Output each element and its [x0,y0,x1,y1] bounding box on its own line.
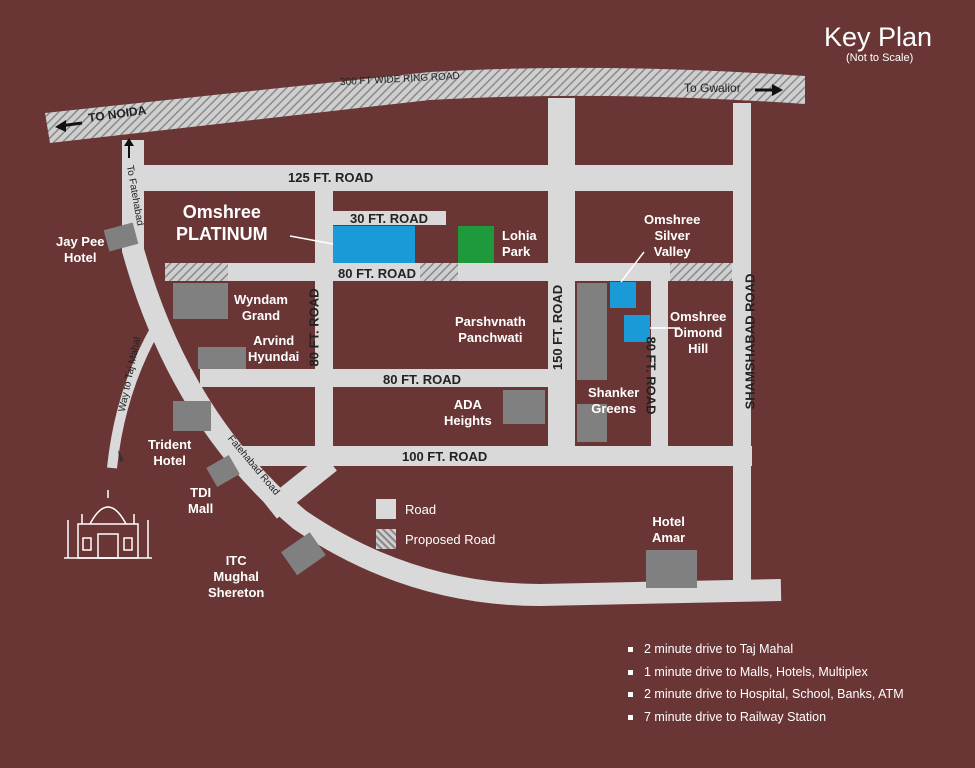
silver-valley-block [610,282,636,308]
road-30ft-label: 30 FT. ROAD [350,211,429,226]
fatehabad-road [122,140,782,607]
shanker-block [577,404,607,442]
dimond-hill-block [624,315,650,342]
lohia-park-block [458,226,494,263]
arrow-to-gwalior [755,84,783,96]
road-125ft [133,165,751,191]
note-item: 1 minute drive to Malls, Hotels, Multipl… [628,665,904,688]
tdi-block [206,454,240,488]
ada-block [503,390,545,424]
road-connector [263,453,337,519]
proposed-road-2 [420,263,458,281]
road-125ft-label: 125 FT. ROAD [288,170,374,185]
ring-road [45,67,805,143]
silver-valley-pointer [620,251,645,283]
road-100ft [238,446,752,466]
proposed-road-1 [165,263,228,281]
map-title: Key Plan [824,22,933,52]
note-item: 2 minute drive to Taj Mahal [628,642,904,665]
jaypee-block [103,222,139,252]
legend-proposed-swatch [376,529,396,549]
road-80ft-middle [200,369,550,387]
to-gwalior-label: To Gwalior [684,81,741,95]
road-80ft-right-label: 80 FT. ROAD [643,336,659,415]
legend-proposed-label: Proposed Road [405,532,496,547]
arrow-to-fatehabad [124,138,134,158]
road-80ft-vertical-left [315,191,333,448]
omshree-platinum-label: Omshree PLATINUM [176,201,268,245]
road-80ft-vertical-right [651,280,668,448]
wyndam-block [173,283,228,319]
omshree-platinum-block [333,226,415,263]
taj-mahal-icon [64,490,152,559]
road-100ft-label: 100 FT. ROAD [402,449,488,464]
road-80ft-top-label: 80 FT. ROAD [338,266,417,281]
project-line1: Omshree [182,202,261,222]
road-30ft [332,211,446,225]
road-150ft [548,98,575,448]
map-subtitle: (Not to Scale) [846,52,914,64]
way-to-taj-arrow [118,450,124,462]
road-80ft-middle-label: 80 FT. ROAD [383,372,462,387]
legend-road-swatch [376,499,396,519]
legend-road-label: Road [405,502,437,517]
project-line2: PLATINUM [176,224,268,244]
way-to-taj-road [107,323,162,469]
platinum-pointer [289,235,334,245]
shanker-tall-block [577,283,607,380]
note-item: 2 minute drive to Hospital, School, Bank… [628,687,904,710]
arrow-to-noida [55,120,83,132]
shamshabad-road-label: SHAMSHABAD ROAD [742,273,758,410]
arvind-block [198,347,246,369]
distance-notes: 2 minute drive to Taj Mahal 1 minute dri… [628,642,904,732]
note-item: 7 minute drive to Railway Station [628,710,904,733]
trident-block [173,401,211,431]
road-150ft-label: 150 FT. ROAD [550,284,566,371]
hotel-amar-block [646,550,697,588]
proposed-road-3 [670,263,732,281]
road-80ft-left-label: 80 FT. ROAD [306,288,322,367]
itc-block [281,532,326,576]
road-shamshabad [733,103,751,590]
